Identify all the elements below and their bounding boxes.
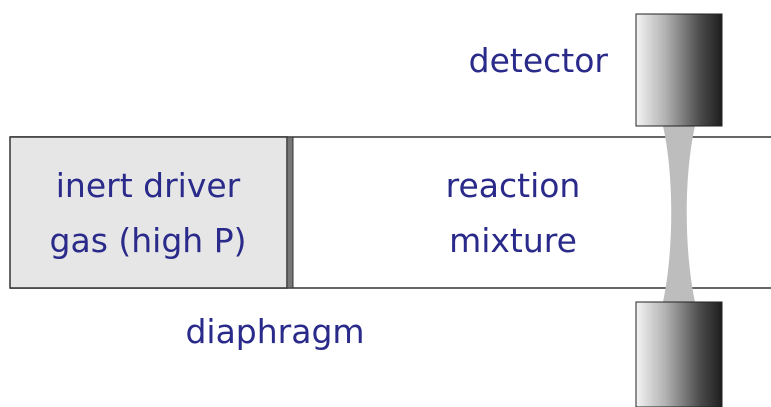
reaction-mixture-label-line1: reaction	[446, 166, 581, 205]
driver-gas-section	[9, 136, 288, 289]
light-beam	[663, 126, 695, 302]
driver-gas-label-line2: gas (high P)	[50, 221, 247, 260]
reaction-mixture-label-line2: mixture	[449, 221, 577, 260]
detector	[635, 13, 723, 127]
driver-gas-label-line1: inert driver	[56, 166, 241, 205]
diaphragm-label: diaphragm	[185, 312, 364, 351]
light-source	[635, 301, 723, 407]
detector-label: detector	[469, 41, 609, 80]
diaphragm	[286, 136, 294, 289]
